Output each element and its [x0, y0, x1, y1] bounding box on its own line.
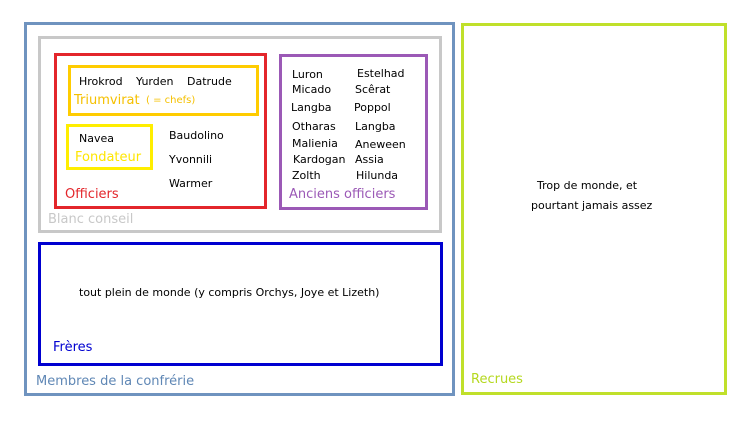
anciens-officiers-label: Anciens officiers: [289, 187, 396, 202]
ancien-officier: Assia: [355, 153, 384, 166]
ancien-officier: Kardogan: [293, 153, 346, 166]
ancien-officier: Scêrat: [355, 83, 391, 96]
ancien-officier: Langba: [291, 101, 332, 114]
membres-label: Membres de la confrérie: [36, 374, 195, 389]
ancien-officier: Estelhad: [357, 67, 405, 80]
fondateur-member: Navea: [79, 132, 114, 145]
membres-box: [24, 22, 455, 396]
ancien-officier: Hilunda: [356, 169, 399, 182]
blanc-conseil-box: [38, 36, 442, 233]
officier-member: Baudolino: [169, 129, 224, 142]
officier-member: Yvonnili: [169, 153, 213, 166]
ancien-officier: Poppol: [354, 101, 391, 114]
triumvirat-box: [68, 65, 259, 116]
fondateur-box: [66, 124, 153, 170]
ancien-officier: Malienia: [292, 137, 338, 150]
officiers-box: [54, 53, 267, 209]
blanc-conseil-label: Blanc conseil: [48, 212, 134, 227]
ancien-officier: Zolth: [292, 169, 321, 182]
anciens-officiers-box: [279, 54, 428, 210]
recrues-note-line1: Trop de monde, et: [537, 179, 638, 192]
recrues-note-line2: pourtant jamais assez: [531, 199, 653, 212]
freres-label: Frères: [53, 340, 93, 355]
recrues-label: Recrues: [471, 372, 523, 387]
recrues-box: [461, 23, 727, 395]
triumvirat-label: Triumvirat: [74, 93, 140, 108]
officier-member: Warmer: [169, 177, 213, 190]
triumvirat-note: ( = chefs): [146, 95, 196, 106]
triumvirat-member: Hrokrod: [79, 75, 123, 88]
ancien-officier: Aneween: [355, 138, 406, 151]
ancien-officier: Langba: [355, 120, 396, 133]
ancien-officier: Otharas: [292, 120, 336, 133]
ancien-officier: Luron: [292, 68, 323, 81]
triumvirat-member: Yurden: [136, 75, 174, 88]
officiers-label: Officiers: [65, 187, 119, 202]
freres-box: [38, 242, 443, 366]
fondateur-label: Fondateur: [75, 150, 142, 165]
ancien-officier: Micado: [292, 83, 332, 96]
freres-note: tout plein de monde (y compris Orchys, J…: [79, 286, 380, 299]
triumvirat-member: Datrude: [187, 75, 232, 88]
